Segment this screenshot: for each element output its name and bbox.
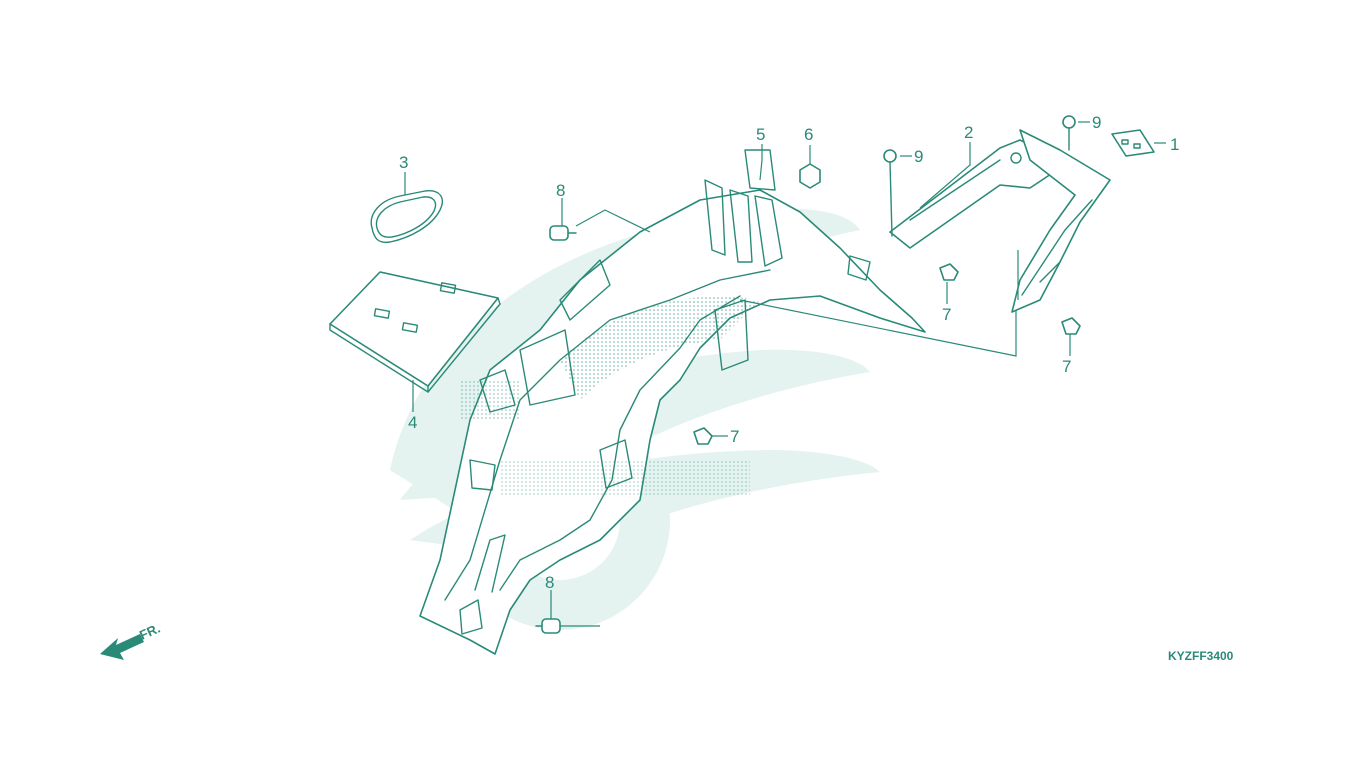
front-arrow-icon: FR. — [100, 621, 162, 660]
part-4-rear-flap — [329, 271, 501, 393]
front-direction-label: FR. — [137, 621, 162, 643]
license-stay — [1011, 129, 1111, 313]
callout-9-top-right: 9 — [1092, 113, 1101, 132]
part-3-seal-ring — [370, 190, 443, 244]
callout-7-right: 7 — [1062, 357, 1071, 376]
callout-4: 4 — [408, 413, 417, 432]
part-1-clip — [1111, 129, 1155, 157]
callout-1: 1 — [1170, 135, 1179, 154]
screw-8-top — [549, 225, 577, 241]
nut-6 — [799, 163, 821, 189]
callout-5: 5 — [756, 125, 765, 144]
bolt-7-mid-right — [939, 263, 959, 281]
callout-8-top: 8 — [556, 181, 565, 200]
leader-lines — [404, 121, 1166, 627]
bolt-9-top-right — [1062, 115, 1076, 151]
watermark-lettering — [460, 296, 760, 495]
callout-7-center: 7 — [730, 427, 739, 446]
callout-8-bottom: 8 — [545, 573, 554, 592]
part-2-bracket — [889, 139, 1061, 249]
callout-9-mid: 9 — [914, 147, 923, 166]
bolt-7-right — [1061, 317, 1081, 335]
callout-6: 6 — [804, 125, 813, 144]
diagram-code: KYZFF3400 — [1168, 649, 1234, 663]
callout-2: 2 — [964, 123, 973, 142]
callout-7-mid-right: 7 — [942, 305, 951, 324]
bolt-9-mid — [883, 149, 897, 237]
callout-3: 3 — [399, 153, 408, 172]
bolt-7-center — [693, 427, 713, 445]
